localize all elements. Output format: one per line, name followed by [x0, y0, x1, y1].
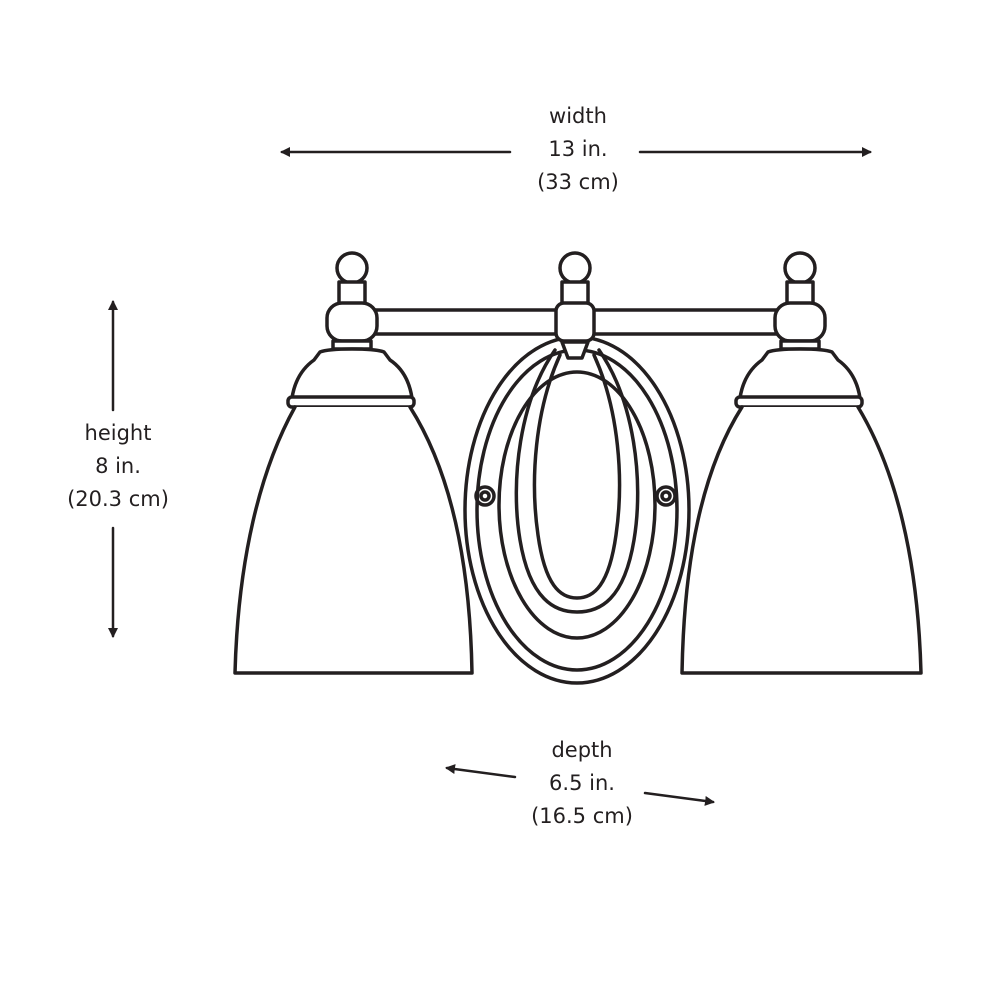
width-title: width [549, 104, 607, 128]
width-label: width 13 in. (33 cm) [478, 100, 678, 199]
width-metric: (33 cm) [537, 170, 619, 194]
height-label: height 8 in. (20.3 cm) [18, 417, 218, 516]
right-lamp [680, 251, 923, 675]
height-title: height [84, 421, 152, 445]
center-finial [554, 251, 596, 360]
depth-imperial: 6.5 in. [549, 771, 615, 795]
height-metric: (20.3 cm) [67, 487, 169, 511]
screw-left [474, 485, 496, 507]
depth-title: depth [551, 738, 613, 762]
backplate [463, 335, 691, 685]
screw-right [655, 485, 677, 507]
left-lamp [233, 251, 474, 675]
depth-label: depth 6.5 in. (16.5 cm) [482, 734, 682, 833]
depth-arrow [445, 764, 715, 806]
depth-metric: (16.5 cm) [531, 804, 633, 828]
height-imperial: 8 in. [95, 454, 141, 478]
width-imperial: 13 in. [548, 137, 608, 161]
